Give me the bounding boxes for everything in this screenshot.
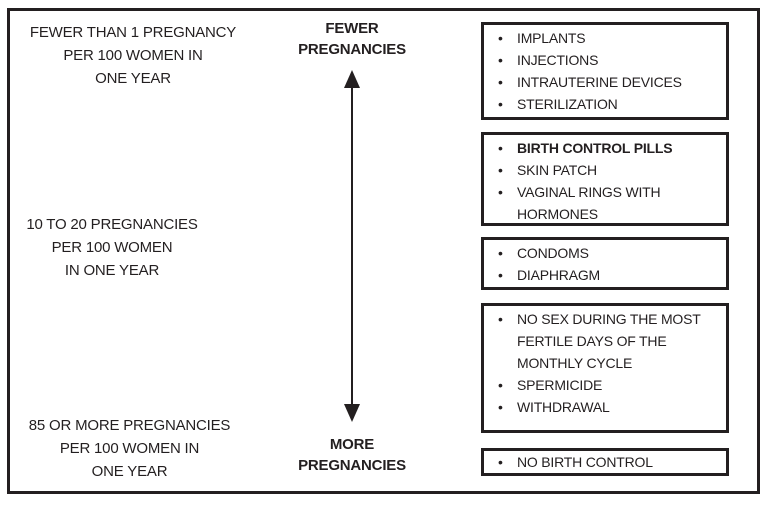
method-box-hormonal: • BIRTH CONTROL PILLS • SKIN PATCH • VAG… [481, 132, 729, 226]
method-box-barrier: • CONDOMS • DIAPHRAGM [481, 237, 729, 290]
method-item: • NO BIRTH CONTROL [498, 451, 720, 473]
method-item-label: SPERMICIDE [517, 377, 603, 393]
method-item: • STERILIZATION [498, 93, 720, 115]
bullet-icon: • [498, 52, 503, 68]
bullet-icon: • [498, 311, 503, 327]
axis-label-more-pregnancies: MORE PREGNANCIES [298, 436, 406, 474]
bullet-icon: • [498, 30, 503, 46]
method-item-label: NO BIRTH CONTROL [517, 454, 653, 470]
bullet-icon: • [498, 74, 503, 90]
method-item: • INJECTIONS [498, 49, 720, 71]
method-item: • SKIN PATCH [498, 159, 720, 181]
method-item-label: IMPLANTS [517, 30, 586, 46]
up-arrowhead-icon [344, 70, 360, 88]
bullet-icon: • [498, 162, 503, 178]
method-box-no-birth-control: • NO BIRTH CONTROL [481, 448, 729, 476]
bullet-icon: • [498, 399, 503, 415]
bullet-icon: • [498, 245, 503, 261]
method-item: • INTRAUTERINE DEVICES [498, 71, 720, 93]
method-box-behavioral: • NO SEX DURING THE MOST FERTILE DAYS OF… [481, 303, 729, 433]
method-item-label: VAGINAL RINGS WITH HORMONES [517, 184, 661, 222]
bullet-icon: • [498, 140, 503, 156]
method-item-label: NO SEX DURING THE MOST FERTILE DAYS OF T… [517, 311, 701, 371]
method-item-label: DIAPHRAGM [517, 267, 600, 283]
method-item: • DIAPHRAGM [498, 264, 720, 286]
double-headed-arrow-icon [344, 70, 360, 422]
outer-border [7, 8, 760, 494]
method-item-label: INJECTIONS [517, 52, 599, 68]
bullet-icon: • [498, 96, 503, 112]
method-item-label: STERILIZATION [517, 96, 618, 112]
method-item: • IMPLANTS [498, 27, 720, 49]
bullet-icon: • [498, 184, 503, 200]
bullet-icon: • [498, 377, 503, 393]
method-item: • WITHDRAWAL [498, 396, 720, 418]
bullet-icon: • [498, 267, 503, 283]
method-item: • CONDOMS [498, 242, 720, 264]
rate-label-most-pregnancies: 85 OR MORE PREGNANCIES PER 100 WOMEN IN … [28, 417, 231, 480]
bullet-icon: • [498, 454, 503, 470]
method-item: • VAGINAL RINGS WITH HORMONES [498, 181, 720, 223]
rate-label-fewest-pregnancies: FEWER THAN 1 PREGNANCY PER 100 WOMEN IN … [29, 24, 237, 87]
method-item-label: SKIN PATCH [517, 162, 597, 178]
method-item: • NO SEX DURING THE MOST FERTILE DAYS OF… [498, 308, 720, 374]
method-box-most-effective: • IMPLANTS • INJECTIONS • INTRAUTERINE D… [481, 22, 729, 120]
method-item: • BIRTH CONTROL PILLS [498, 137, 720, 159]
method-item-label: INTRAUTERINE DEVICES [517, 74, 682, 90]
axis-label-fewer-pregnancies: FEWER PREGNANCIES [298, 20, 406, 58]
down-arrowhead-icon [344, 404, 360, 422]
method-item-label: CONDOMS [517, 245, 589, 261]
rate-label-middle-pregnancies: 10 TO 20 PREGNANCIES PER 100 WOMEN IN ON… [26, 216, 198, 279]
method-item: • SPERMICIDE [498, 374, 720, 396]
method-item-label: WITHDRAWAL [517, 399, 610, 415]
method-item-label: BIRTH CONTROL PILLS [517, 140, 673, 156]
